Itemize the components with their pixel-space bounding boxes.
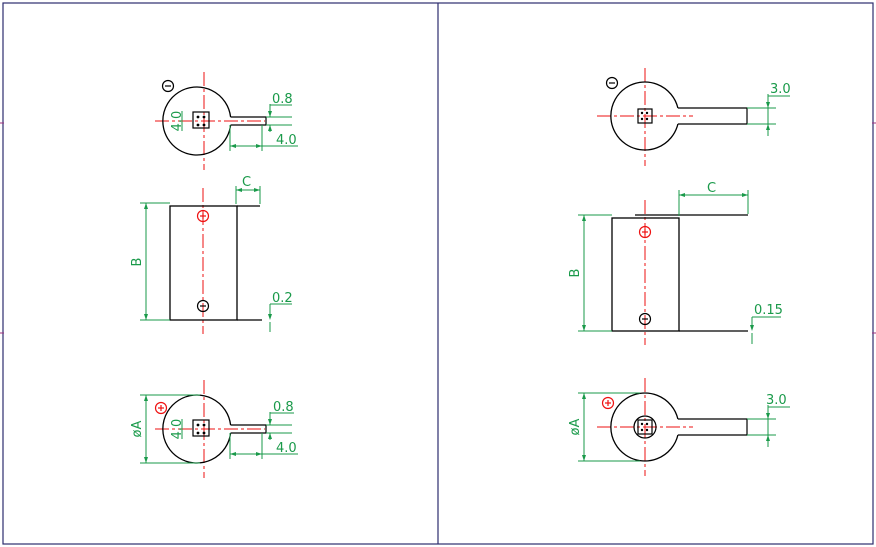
- tab-width-label: 3.0: [766, 393, 787, 408]
- negative-terminal-icon: [605, 76, 619, 90]
- right-top-view: 3.0: [597, 68, 791, 166]
- negative-terminal-icon: [638, 312, 652, 326]
- tab-width-label: 4.0: [170, 111, 185, 132]
- negative-terminal-icon: [161, 79, 175, 93]
- right-side-view: B C 0.15: [568, 181, 783, 345]
- height-label: B: [130, 258, 145, 267]
- offset-label: C: [242, 175, 251, 190]
- left-top-view: ⊖ 0.8 4.0 4.0: [155, 72, 298, 170]
- offset-label: C: [707, 181, 716, 196]
- left-side-view: B C 0.2: [130, 175, 293, 334]
- right-bottom-view: øA 3.0: [568, 378, 790, 476]
- positive-terminal-icon: [154, 401, 168, 415]
- diameter-label: øA: [568, 418, 583, 435]
- diameter-label: øA: [130, 420, 145, 437]
- tab-width-label: 3.0: [770, 82, 791, 97]
- tab-width-label: 4.0: [170, 419, 185, 440]
- positive-terminal-icon: [601, 396, 615, 410]
- tab-thickness-label: 0.8: [273, 400, 294, 415]
- tab-length-label: 4.0: [276, 441, 297, 456]
- negative-terminal-icon: [196, 299, 210, 313]
- positive-terminal-icon: [196, 209, 210, 223]
- frame-tick-marks: [0, 122, 876, 334]
- left-bottom-view: øA 0.8 4.0 4.0: [130, 380, 298, 478]
- tab-length-label: 4.0: [276, 133, 297, 148]
- tab-thickness-label: 0.15: [754, 303, 783, 318]
- height-label: B: [568, 269, 583, 278]
- tab-thickness-label: 0.8: [272, 92, 293, 107]
- positive-terminal-icon: [638, 225, 652, 239]
- tab-thickness-label: 0.2: [272, 291, 293, 306]
- polarity-text-layer: ⊕ ⊖ ⊕ ⊖ ⊕ ⊖ ⊕: [161, 82, 646, 409]
